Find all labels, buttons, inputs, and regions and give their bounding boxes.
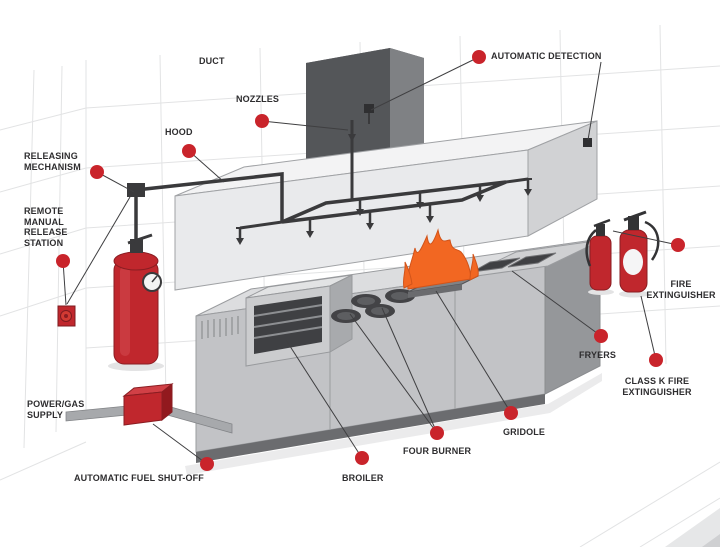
callout-line-nozzles xyxy=(261,120,349,131)
counter-kick-base xyxy=(196,394,545,463)
callout-line-hood xyxy=(188,150,225,183)
label-power-gas-supply: POWER/GAS SUPPLY xyxy=(27,399,85,420)
extinguisher-shadow xyxy=(588,289,614,295)
label-broiler: BROILER xyxy=(342,473,384,483)
label-releasing-mechanism: RELEASING MECHANISM xyxy=(24,151,81,172)
label-remote-manual-release-station: REMOTE MANUAL RELEASE STATION xyxy=(24,206,68,248)
callout-line-broiler xyxy=(285,339,363,459)
extinguisher-lever xyxy=(593,218,611,228)
label-duct: DUCT xyxy=(199,56,225,66)
release-station-knob-center xyxy=(64,314,68,318)
left-wall-grid-lines xyxy=(0,65,87,449)
callout-line-fire-extinguisher xyxy=(612,230,679,246)
floor-grid-lines xyxy=(0,441,720,547)
nozzle-tips xyxy=(236,189,532,245)
callout-dot-remote-station xyxy=(56,254,70,268)
class-k-lever xyxy=(623,210,647,222)
label-fire-extinguisher: FIRE EXTINGUISHER xyxy=(646,279,716,300)
callout-dot-broiler xyxy=(355,451,369,465)
callout-line-class-k xyxy=(640,295,657,361)
label-automatic-detection: AUTOMATIC DETECTION xyxy=(491,51,602,61)
label-automatic-fuel-shut-off: AUTOMATIC FUEL SHUT-OFF xyxy=(74,473,204,483)
tank-valve-lever xyxy=(127,233,153,245)
remote-release-cable xyxy=(66,196,131,305)
gas-supply-line xyxy=(65,382,233,434)
floor-corner-shade-dark xyxy=(702,534,720,547)
callout-line-releasing-mechanism xyxy=(96,171,135,193)
counter-vent-slats xyxy=(201,316,239,339)
fire-extinguisher-standard xyxy=(585,218,614,295)
label-class-k-fire-extinguisher: CLASS K FIRE EXTINGUISHER xyxy=(622,376,692,397)
automatic-detection-system xyxy=(364,61,602,147)
gauge-needle xyxy=(151,275,158,283)
callout-dot-class-k xyxy=(649,353,663,367)
callout-dot-four-burner xyxy=(430,426,444,440)
suppression-tank xyxy=(108,233,164,371)
class-k-extinguisher xyxy=(619,210,660,298)
callout-line-four-burner-1 xyxy=(349,313,438,434)
callout-line-gridole xyxy=(435,290,512,414)
counter-floor-shadow xyxy=(185,373,602,475)
callout-dot-fuel-shutoff xyxy=(200,457,214,471)
callout-dot-gridole xyxy=(504,406,518,420)
hood-side-face xyxy=(527,120,598,237)
duct-detector xyxy=(364,104,374,113)
detection-wire-right xyxy=(587,61,602,141)
griddle-front-lip xyxy=(408,284,462,298)
callout-line-fuel-shutoff xyxy=(152,423,208,465)
callout-dot-fire-extinguisher xyxy=(671,238,685,252)
nozzle-drops xyxy=(238,179,530,238)
broiler-unit xyxy=(245,274,353,367)
class-k-hose xyxy=(644,220,660,261)
callout-line-remote-station xyxy=(62,260,67,306)
label-fryers: FRYERS xyxy=(579,350,617,360)
flame-main xyxy=(407,228,472,290)
label-nozzles: NOZZLES xyxy=(236,94,280,104)
broiler-grill-slats xyxy=(253,304,323,339)
burner-grates xyxy=(337,292,409,320)
callout-dot-hood xyxy=(182,144,196,158)
flames xyxy=(402,228,479,290)
fryer-vat-right xyxy=(507,252,557,268)
label-gridole: GRIDOLE xyxy=(503,427,546,437)
callout-line-four-burner-2 xyxy=(381,307,438,434)
class-k-shadow xyxy=(619,290,649,298)
duct-nozzle-tip xyxy=(348,134,356,142)
fryer-station xyxy=(461,239,603,279)
class-k-label-sticker xyxy=(623,249,643,275)
duct-front-face xyxy=(306,48,390,170)
nozzle-tee-fittings xyxy=(236,178,532,229)
tank-top xyxy=(113,251,159,271)
extinguisher-hose xyxy=(585,229,597,267)
shutoff-valve-front xyxy=(123,391,163,426)
callout-dot-automatic-detection xyxy=(472,50,486,64)
duct-side-face xyxy=(390,48,424,158)
flame-tongue-left xyxy=(402,261,413,289)
suppression-piping xyxy=(66,120,532,305)
broiler-opening xyxy=(254,296,322,354)
callout-dot-fryers xyxy=(594,329,608,343)
callout-line-fryers xyxy=(511,270,602,337)
floor-corner-shade xyxy=(665,508,720,547)
callout-dot-releasing-mechanism xyxy=(90,165,104,179)
flame-tongue-right xyxy=(469,253,479,281)
extinguisher-valve xyxy=(596,224,605,236)
releasing-mechanism-box xyxy=(127,183,145,197)
callout-lines xyxy=(62,56,679,465)
extinguisher-body xyxy=(589,235,612,291)
duct xyxy=(306,48,424,170)
callout-dots xyxy=(56,50,685,471)
callout-dot-nozzles xyxy=(255,114,269,128)
label-hood: HOOD xyxy=(165,127,193,137)
label-four-burner: FOUR BURNER xyxy=(403,446,472,456)
tank-highlight xyxy=(120,266,130,356)
tank-supply-pipe xyxy=(134,172,284,256)
class-k-valve xyxy=(628,216,639,230)
hood-detector xyxy=(583,138,592,147)
remote-release-station xyxy=(57,305,76,327)
fryer-vat-left xyxy=(471,257,521,273)
callout-line-automatic-detection xyxy=(370,56,480,111)
